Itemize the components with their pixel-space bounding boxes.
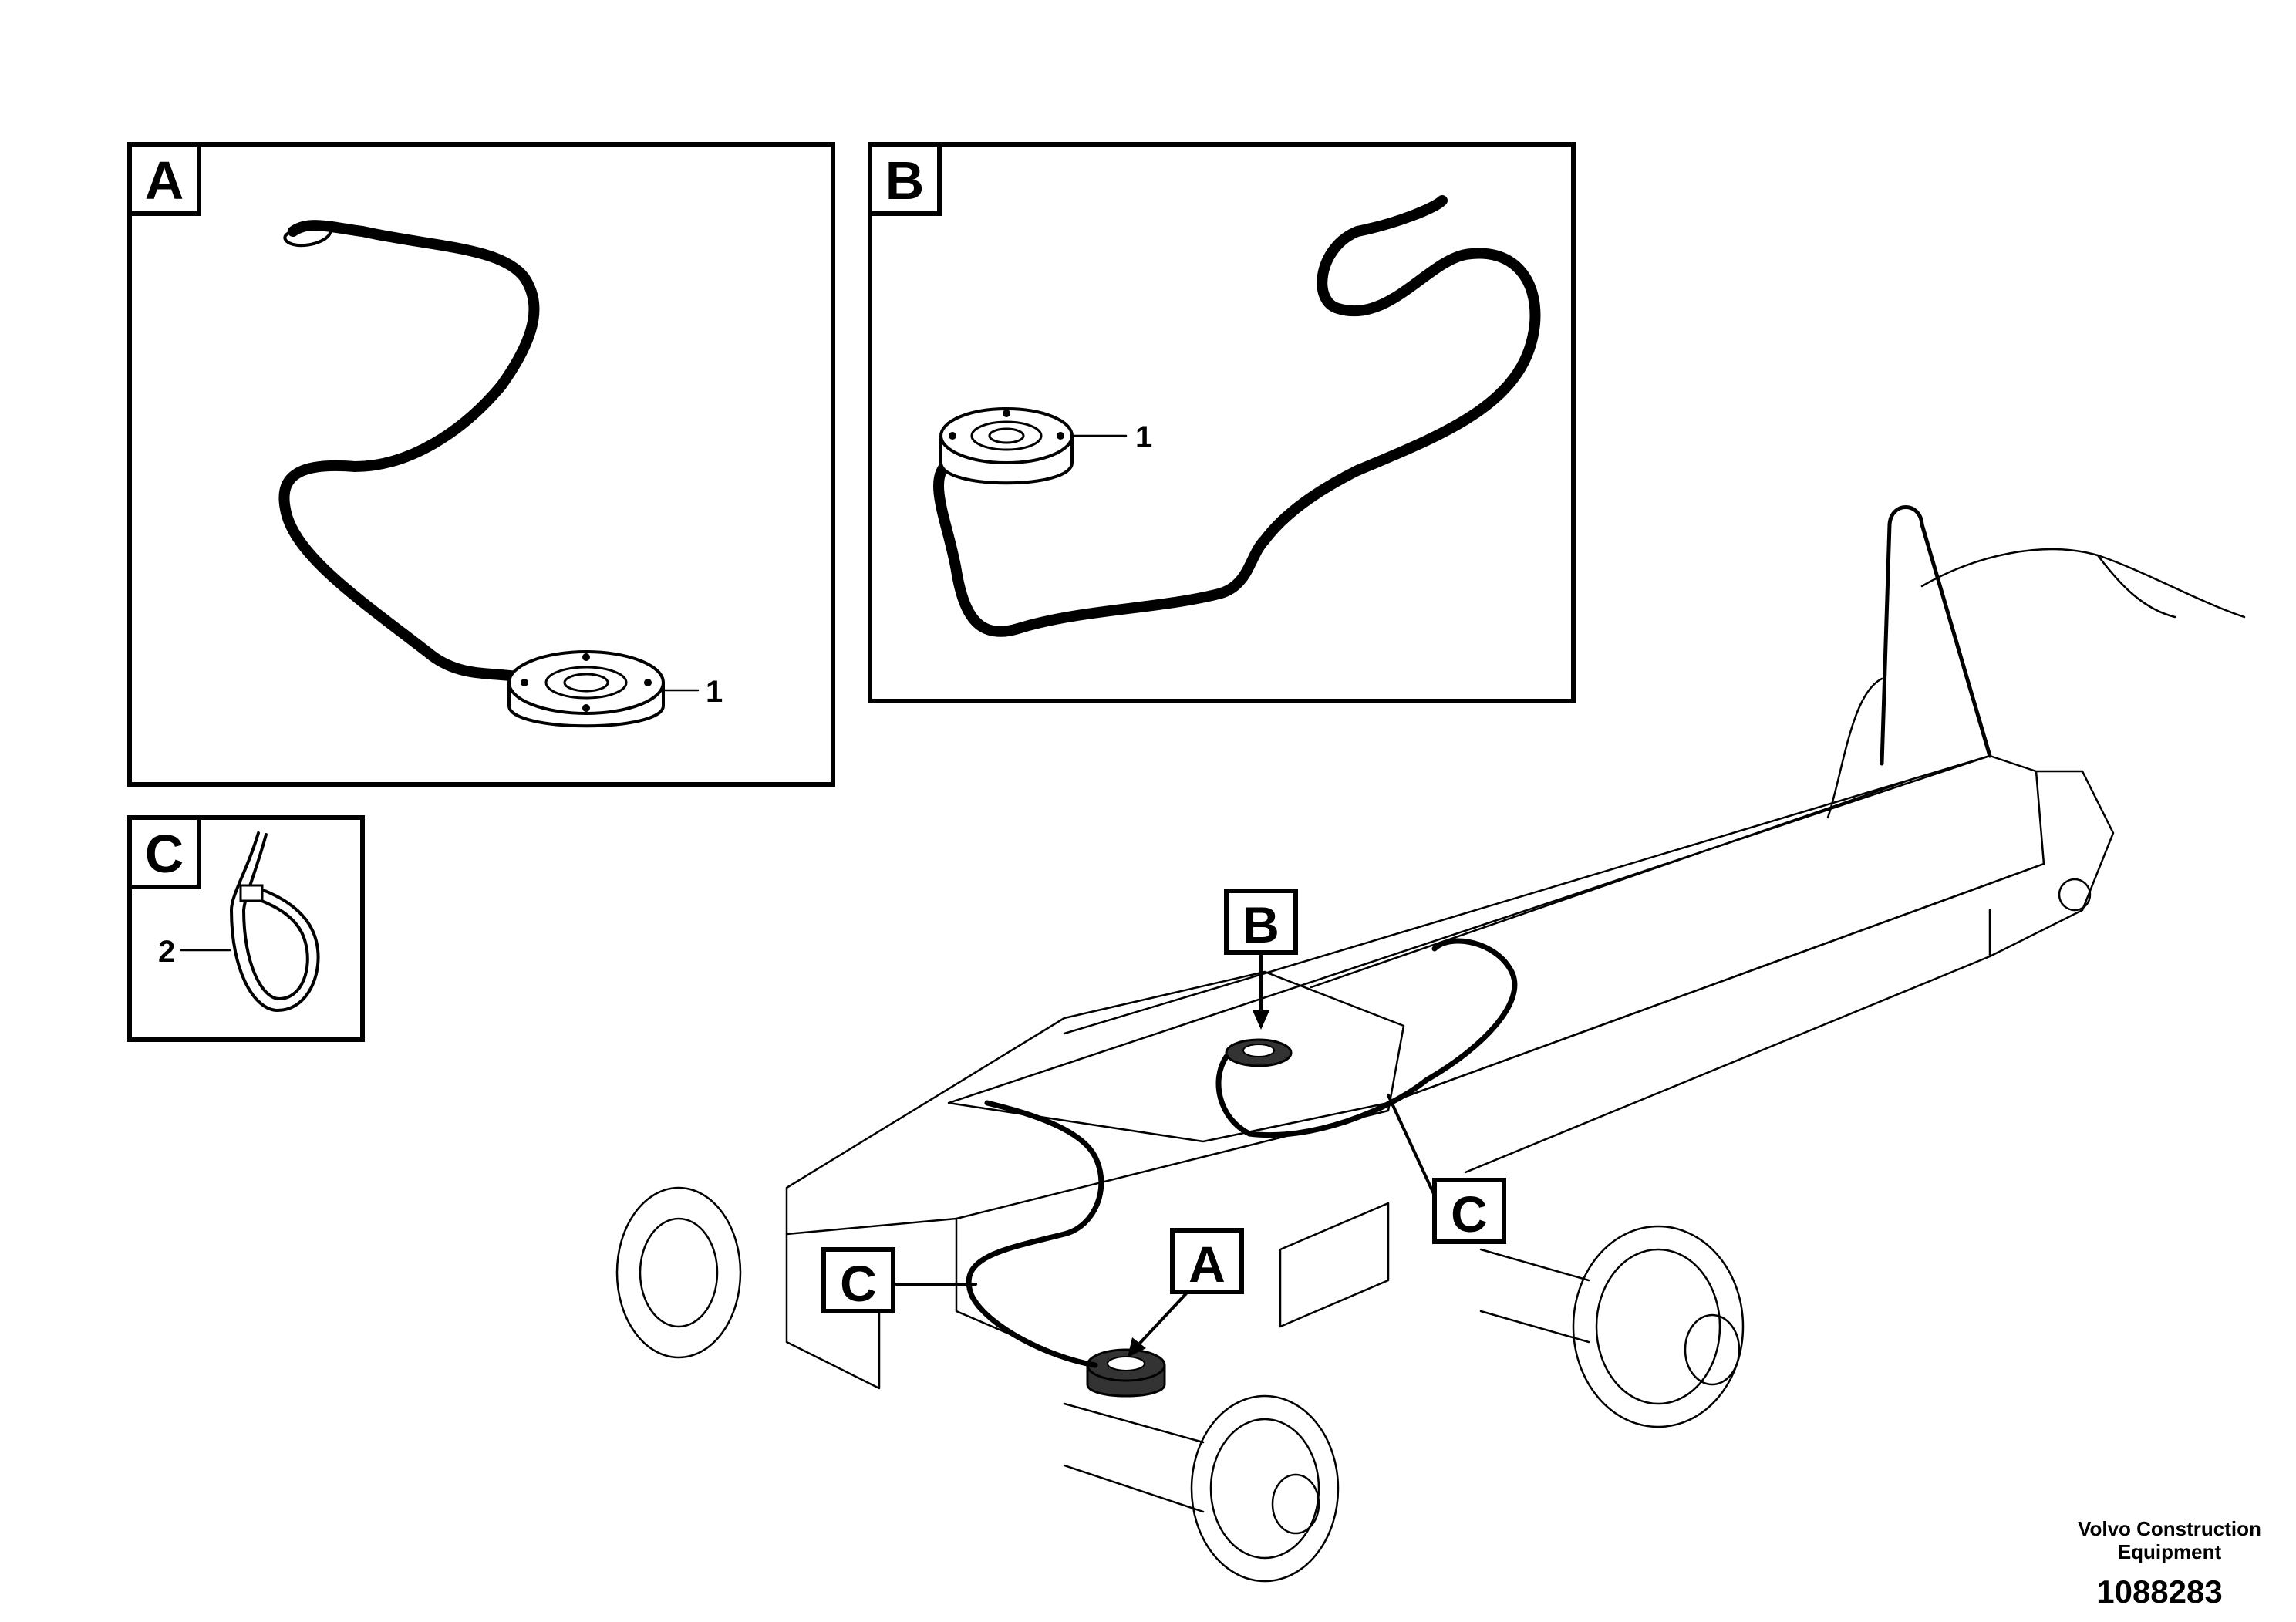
callout-a-flag: A <box>1128 1228 1244 1357</box>
svg-text:C: C <box>840 1255 877 1312</box>
svg-text:A: A <box>1188 1236 1226 1293</box>
detail-a-letter: A <box>145 150 184 211</box>
front-axle <box>615 1186 1340 1583</box>
detail-b-callout-1: 1 <box>1135 420 1152 454</box>
publisher-line-2: Equipment <box>2118 1540 2222 1563</box>
detail-b-letter: B <box>885 150 925 211</box>
frame-sensor-a <box>1086 1348 1166 1398</box>
svg-text:B: B <box>1242 896 1279 953</box>
detail-a-panel: A 1 <box>127 142 835 787</box>
rear-axle <box>1479 1225 1745 1428</box>
detail-c-panel: C 2 <box>127 815 365 1042</box>
cable-tie-icon <box>230 831 320 1012</box>
machine-frame <box>615 505 2246 1583</box>
detail-c-callout-2: 2 <box>158 935 175 969</box>
detail-a-sensor <box>507 650 665 728</box>
drawing-number: 1088283 <box>2096 1573 2223 1610</box>
title-block: Volvo Construction Equipment 1088283 <box>2078 1517 2261 1610</box>
frame-sensor-b <box>1225 1038 1293 1067</box>
callout-b-flag: B <box>1224 889 1298 1030</box>
svg-text:C: C <box>1451 1185 1488 1243</box>
detail-b-sensor <box>939 407 1074 485</box>
detail-c-letter: C <box>145 824 184 884</box>
publisher-line-1: Volvo Construction <box>2078 1517 2261 1540</box>
callout-c-right-flag: C <box>1387 1094 1506 1244</box>
detail-a-callout-1: 1 <box>706 675 723 709</box>
callout-c-left-flag: C <box>821 1247 977 1313</box>
detail-b-panel: B 1 <box>868 142 1576 703</box>
